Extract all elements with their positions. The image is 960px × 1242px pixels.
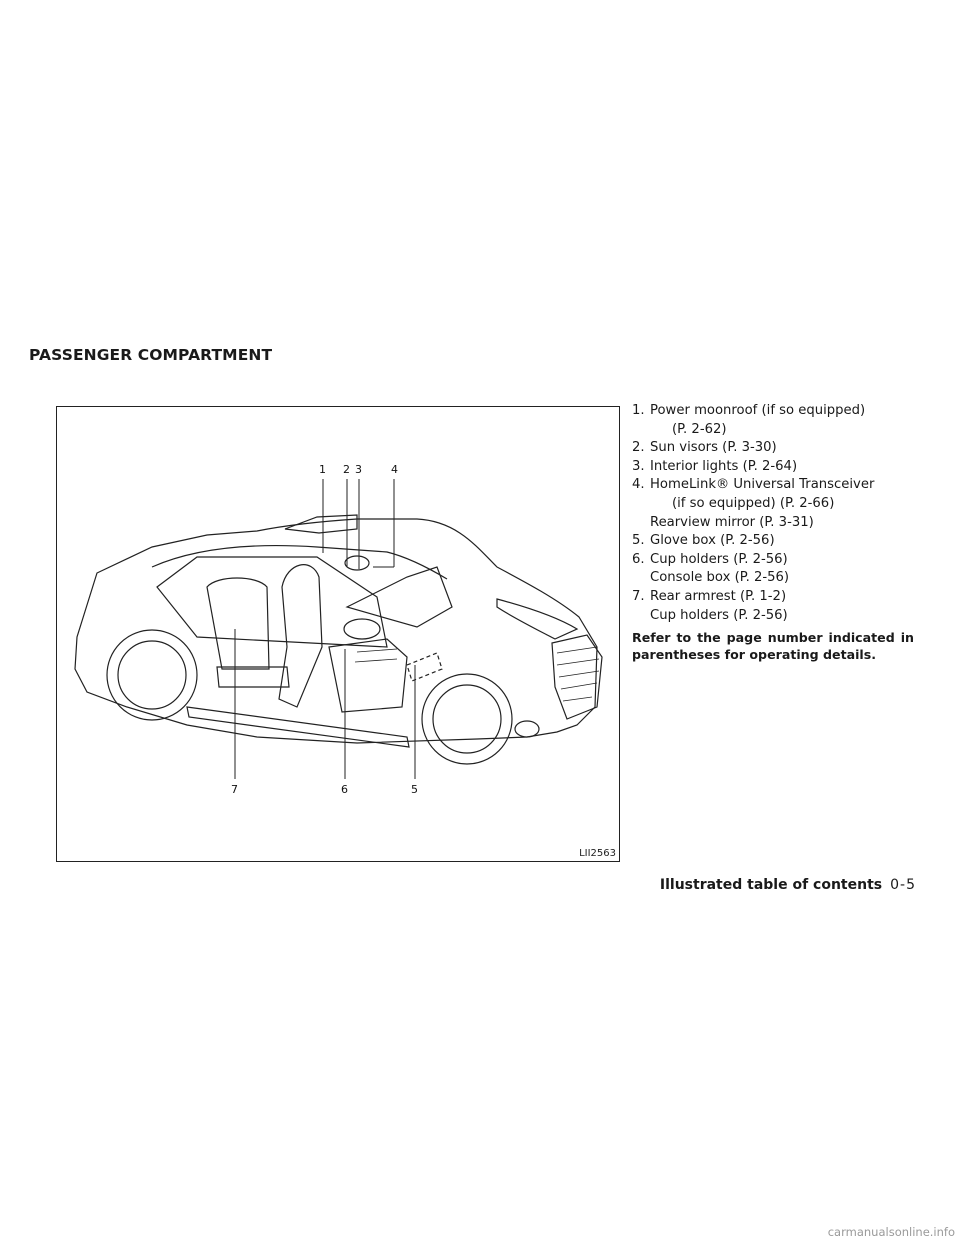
legend: 1. Power moonroof (if so equipped)(P. 2-… [632,402,914,663]
page-number: 0-5 [890,877,916,893]
passenger-compartment-illustration: 1 2 3 4 5 6 7 LII2563 [56,406,620,862]
legend-item: 4. HomeLink® Universal Transceiver(if so… [632,477,875,530]
glove-box-outline [406,652,443,682]
front-wheel [421,673,513,765]
steering-wheel [343,618,381,640]
moonroof [284,514,358,534]
callout-2: 2 [343,463,350,476]
legend-item: 3. Interior lights (P. 2-64) [632,458,798,474]
watermark: carmanualsonline.info [827,1225,955,1239]
legend-item: 5. Glove box (P. 2-56) [632,533,775,549]
footer-section-title: Illustrated table of contents [659,877,883,893]
grille [551,634,603,720]
legend-item: 1. Power moonroof (if so equipped)(P. 2-… [632,403,866,437]
callout-7: 7 [231,783,238,796]
door-frame [156,556,388,648]
operating-details-note: Refer to the page number indicated in pa… [632,630,914,663]
callout-3: 3 [355,463,362,476]
page-footer: Illustrated table of contents 0-5 [660,877,916,893]
car-body-outline [74,518,598,744]
legend-item: 6. Cup holders (P. 2-56)Console box (P. … [632,551,790,586]
section-title: PASSENGER COMPARTMENT [29,346,273,364]
rear-wheel [106,629,198,721]
center-console [328,638,408,713]
callout-5: 5 [411,783,418,796]
rear-seat [206,577,270,670]
callout-6: 6 [341,783,348,796]
roof-line [151,545,448,580]
legend-item: 7. Rear armrest (P. 1-2)Cup holders (P. … [632,588,788,623]
legend-item: 2. Sun visors (P. 3-30) [632,440,777,456]
callout-1: 1 [319,463,326,476]
callout-4: 4 [391,463,398,476]
dashboard [345,566,453,628]
callout-lines [234,479,416,779]
figure-code: LII2563 [579,848,616,859]
front-seat [278,564,323,708]
